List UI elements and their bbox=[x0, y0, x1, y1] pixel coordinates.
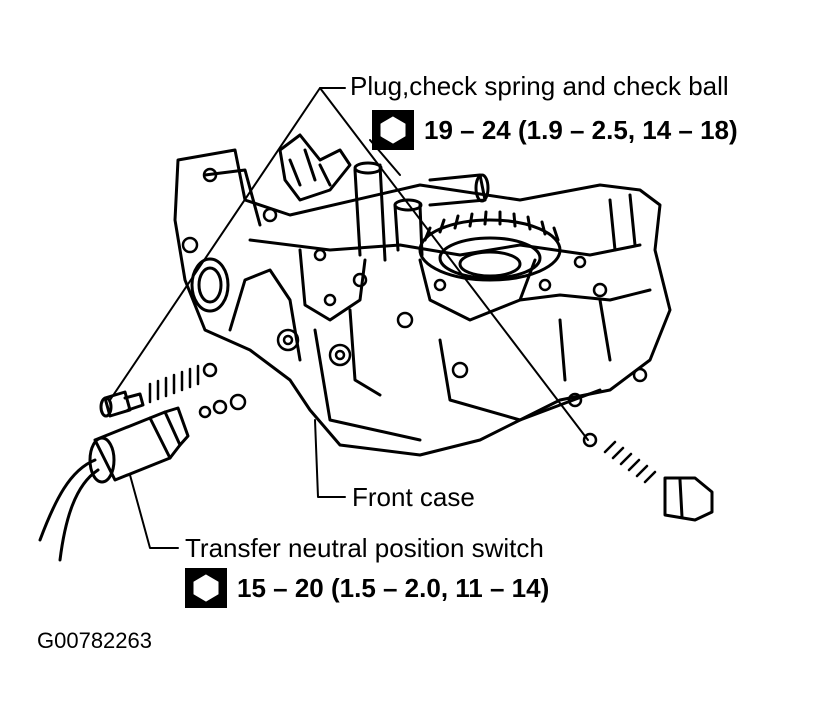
internal-gear bbox=[418, 210, 562, 282]
torque-spec-plug: 19 – 24 (1.9 – 2.5, 14 – 18) bbox=[372, 110, 738, 150]
right-check-spring bbox=[582, 432, 657, 484]
left-check-spring bbox=[148, 362, 218, 404]
hex-bolt-torque-icon bbox=[185, 568, 227, 608]
front-case-body bbox=[173, 148, 672, 457]
leader-lines bbox=[109, 87, 589, 549]
torque-spec-switch: 15 – 20 (1.5 – 2.0, 11 – 14) bbox=[185, 568, 549, 608]
label-neutral-position-switch: Transfer neutral position switch bbox=[185, 533, 544, 563]
neutral-position-switch bbox=[38, 406, 190, 562]
hex-bolt-torque-icon bbox=[372, 110, 414, 150]
figure-id: G00782263 bbox=[37, 628, 152, 653]
torque-value-switch: 15 – 20 (1.5 – 2.0, 11 – 14) bbox=[237, 572, 550, 603]
case-bore bbox=[190, 257, 230, 313]
label-front-case: Front case bbox=[352, 482, 475, 512]
case-bolt-holes bbox=[181, 167, 648, 408]
right-check-plug bbox=[663, 476, 714, 522]
shift-rods bbox=[278, 133, 490, 262]
left-check-plug bbox=[99, 390, 145, 418]
left-check-balls bbox=[198, 393, 247, 419]
label-plug-check-spring-ball: Plug,check spring and check ball bbox=[350, 71, 729, 101]
torque-value-plug: 19 – 24 (1.9 – 2.5, 14 – 18) bbox=[424, 114, 738, 145]
